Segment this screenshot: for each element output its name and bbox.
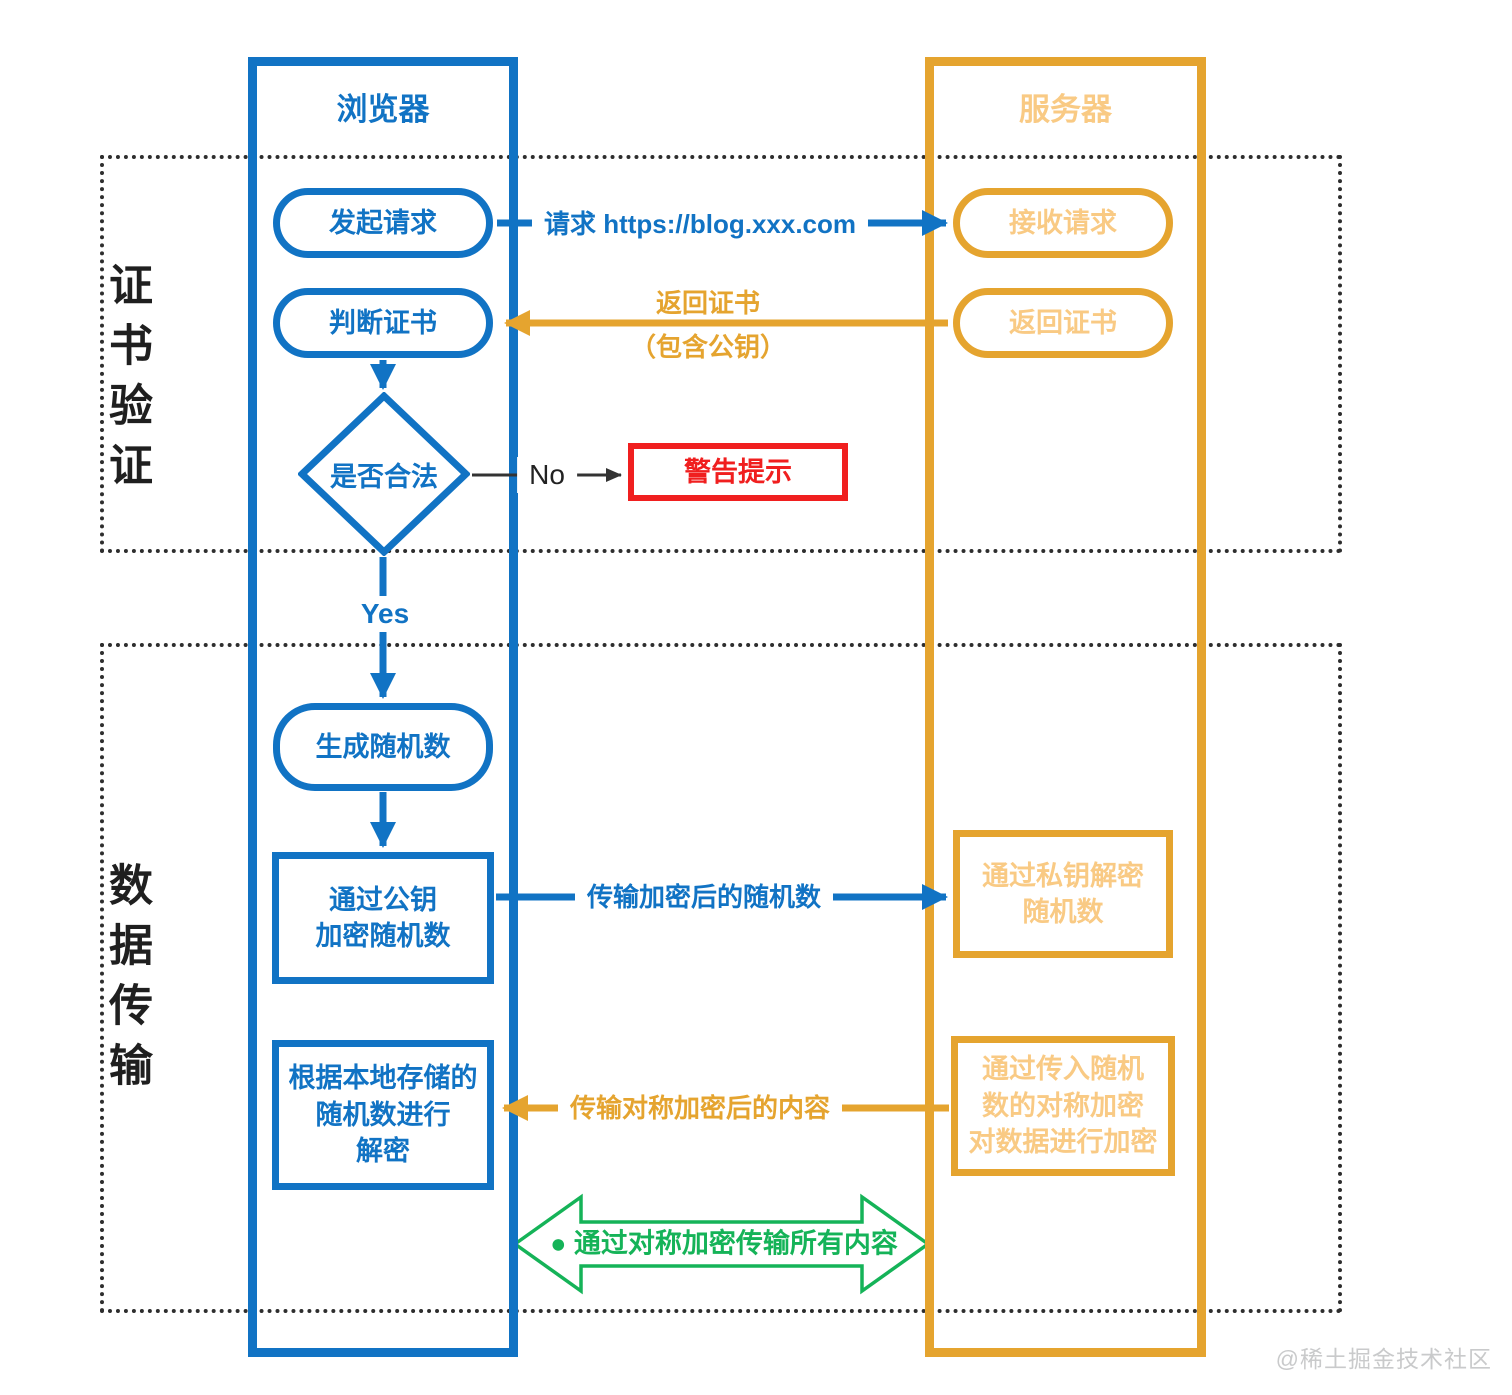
node-initiate-request: 发起请求 — [273, 188, 493, 258]
label-return-cert-line2: （包含公钥） — [629, 332, 787, 362]
node-decrypt-random-private-key: 通过私钥解密 随机数 — [953, 830, 1173, 958]
node-return-certificate: 返回证书 — [953, 288, 1173, 358]
label-return-cert-note: 返回证书 （包含公钥） — [630, 281, 786, 369]
label-transmit-all-symmetric: ● 通过对称加密传输所有内容 — [550, 1228, 898, 1259]
label-request-url: 请求 https://blog.xxx.com — [531, 207, 869, 241]
label-transmit-encrypted-random: 传输加密后的随机数 — [574, 880, 834, 914]
node-warning-prompt: 警告提示 — [628, 443, 848, 501]
watermark-juejin: @稀土掘金技术社区 — [1275, 1346, 1492, 1372]
browser-lane-title: 浏览器 — [336, 92, 430, 127]
node-receive-request: 接收请求 — [953, 188, 1173, 258]
label-transmit-symmetric-content: 传输对称加密后的内容 — [557, 1091, 843, 1125]
section-cert-verification-box — [100, 155, 1342, 553]
decision-diamond-shape — [298, 392, 470, 556]
section-label-cert-verification: 证书验证 — [102, 262, 151, 502]
server-lane-title: 服务器 — [1019, 92, 1112, 127]
label-return-cert-line1: 返回证书 — [655, 287, 761, 318]
node-is-legal-decision: 是否合法 — [298, 392, 470, 556]
node-symmetric-encrypt-data: 通过传入随机 数的对称加密 对数据进行加密 — [951, 1036, 1175, 1176]
node-encrypt-random-public-key: 通过公钥 加密随机数 — [272, 852, 494, 984]
label-no: No — [517, 457, 577, 493]
decision-label: 是否合法 — [330, 461, 438, 492]
node-judge-certificate: 判断证书 — [273, 288, 493, 358]
section-label-data-transmission: 数据传输 — [102, 862, 151, 1102]
label-yes: Yes — [348, 596, 422, 632]
browser-lane — [248, 57, 518, 1357]
server-lane — [925, 57, 1206, 1357]
section-data-transmission-box — [100, 643, 1342, 1313]
node-generate-random: 生成随机数 — [273, 703, 493, 791]
node-decrypt-with-local-random: 根据本地存储的 随机数进行 解密 — [272, 1040, 494, 1190]
